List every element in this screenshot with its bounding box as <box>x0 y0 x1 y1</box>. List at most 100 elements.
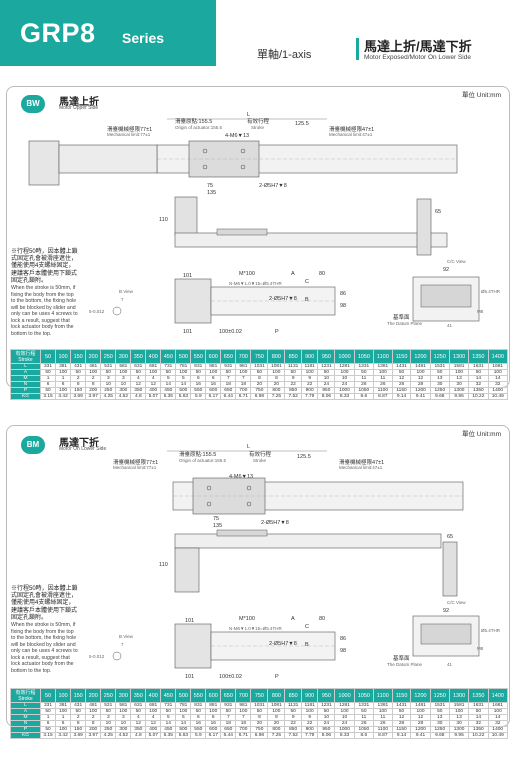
technical-drawing-upper: L 滑臺原點:155.5 Origin of actuator:155.5 有效… <box>28 112 501 335</box>
table-cell: 6.44 <box>220 393 237 400</box>
table-cell: 4.8 <box>130 393 147 400</box>
table-cell: 7.25 <box>267 393 286 400</box>
section-title-zh: 馬達下折 <box>59 438 99 449</box>
table-cell: 8.87 <box>373 393 393 400</box>
stroke-cell: 200 <box>85 688 102 703</box>
table-cell: 4.25 <box>100 393 117 400</box>
datum-en: The Datum Plane <box>387 662 423 667</box>
table-cell: 8.06 <box>317 393 336 400</box>
dim-65: 65 <box>435 209 441 215</box>
table-cell: 9.68 <box>429 732 450 739</box>
dim-100: 100±0.02 <box>219 674 242 680</box>
section-badge: BM <box>21 436 45 454</box>
table-cell: 5.35 <box>160 393 177 400</box>
dim-125: 125.5 <box>295 121 309 127</box>
table-cell: 9.41 <box>410 393 431 400</box>
table-cell: 6.71 <box>235 732 252 739</box>
section-motor-upper: 單位 Unit:mm BW 馬達上折 Motor Upper Side L 滑臺… <box>6 86 510 400</box>
dim-41: 41 <box>447 662 453 667</box>
label-cview: C/C View <box>447 600 466 605</box>
zh-heading: 馬達上折/馬達下折 <box>364 39 472 54</box>
stroke-cell: 1050 <box>353 349 375 364</box>
label-bview: B View <box>119 289 134 294</box>
stroke-cell: 350 <box>130 349 147 364</box>
dim-5: 5-0.012 <box>89 654 105 659</box>
dim-54thr: Ø5.4THR <box>481 289 501 294</box>
stroke-cell: 1150 <box>391 688 412 703</box>
table-cell: 8.6 <box>353 393 375 400</box>
dim-m100: M*100 <box>239 616 255 622</box>
section-title-zh: 馬達上折 <box>59 97 99 108</box>
table-cell: 6.98 <box>250 393 269 400</box>
row-label: KG <box>10 393 41 400</box>
marker-B: B <box>305 642 309 648</box>
table-cell: 10.22 <box>468 732 489 739</box>
table-cell: 3.97 <box>85 393 102 400</box>
table-cell: 7.52 <box>284 732 302 739</box>
stroke-cell: 500 <box>175 349 192 364</box>
dim-75: 75 <box>207 183 213 189</box>
page-header: GRP8 Series 單軸/1-axis 馬達上折/馬達下折 Motor Ex… <box>0 0 515 70</box>
stroke-cell: 1100 <box>373 688 393 703</box>
en-heading: Motor Exposed/Motor On Lower Side <box>364 54 471 61</box>
table-cell: 3.69 <box>70 732 87 739</box>
unit-label: 單位 Unit:mm <box>462 92 501 99</box>
table-cell: 7.79 <box>300 732 319 739</box>
stroke-note: ※行程50時，因本體上鎖式固定孔會被滑座遮住，僅能使用4支螺絲固定，建議客戶本體… <box>11 249 79 337</box>
table-cell: 6.98 <box>250 732 269 739</box>
dim-mech-right-en: Mechanical limit:47±1 <box>329 132 373 137</box>
stroke-cell: 1100 <box>373 349 393 364</box>
stroke-cell: 1150 <box>391 349 412 364</box>
table-cell: 4.8 <box>130 732 147 739</box>
stroke-cell: 150 <box>70 349 87 364</box>
dim-origin-zh: 滑臺原點:155.5 <box>175 117 212 125</box>
dim-m6: 4-M6▼13 <box>229 474 253 480</box>
dim-54thr: Ø5.4THR <box>481 628 501 633</box>
table-cell: 3.42 <box>55 393 72 400</box>
table-cell: 3.69 <box>70 393 87 400</box>
stroke-cell: 1350 <box>468 688 489 703</box>
stroke-cell: 1400 <box>487 688 509 703</box>
stroke-cell: 300 <box>115 349 132 364</box>
table-cell: 5.9 <box>190 732 207 739</box>
marker-C: C <box>305 624 309 630</box>
stroke-cell: 750 <box>250 349 269 364</box>
dim-101-b: 101 <box>185 674 194 680</box>
label-cview: C/C View <box>447 259 466 264</box>
table-cell: 4.52 <box>115 732 132 739</box>
table-cell: 9.14 <box>391 393 412 400</box>
accent-bar <box>356 38 359 60</box>
table-cell: 5.63 <box>175 393 192 400</box>
stroke-cell: 50 <box>39 688 57 703</box>
stroke-cell: 800 <box>267 349 286 364</box>
stroke-cell: 1400 <box>487 349 509 364</box>
stroke-cell: 950 <box>317 688 336 703</box>
stroke-cell: 1050 <box>353 688 375 703</box>
stroke-cell: 900 <box>300 688 319 703</box>
table-cell: 6.71 <box>235 393 252 400</box>
stroke-cell: 900 <box>300 349 319 364</box>
technical-drawing-lower: L 滑臺原點:155.5 Origin of actuator:155.5 有效… <box>89 444 501 680</box>
stroke-cell: 1300 <box>448 688 470 703</box>
datum-zh: 基準面 <box>393 313 410 321</box>
dim-m6: 4-M6▼13 <box>225 133 249 139</box>
stroke-cell: 1300 <box>448 349 470 364</box>
stroke-cell: 500 <box>175 688 192 703</box>
table-cell: 8.06 <box>317 732 336 739</box>
stroke-cell: 350 <box>130 688 147 703</box>
marker-B: B <box>305 297 309 303</box>
table-cell: 8.33 <box>334 393 355 400</box>
stroke-note-en: When the stroke is 50mm, if fixing the b… <box>11 285 78 337</box>
stroke-note-zh: ※行程50時，因本體上鎖式固定孔會被滑座遮住，僅能使用4支螺絲固定，建議客戶本體… <box>11 249 78 284</box>
datum-zh: 基準面 <box>393 654 410 662</box>
table-cell: 9.95 <box>448 732 470 739</box>
table-cell: 6.44 <box>220 732 237 739</box>
